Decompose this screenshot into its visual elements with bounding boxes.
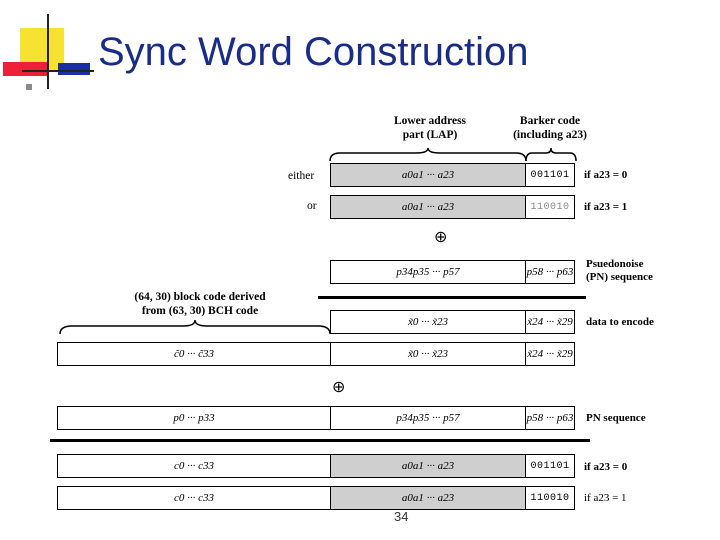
decor-bullet (26, 84, 32, 90)
pn-note-line1: Psuedonoise (586, 258, 644, 270)
pn2-right-cell: p58 ··· p63 (525, 406, 575, 430)
row1-condition: if a23 = 0 (584, 169, 628, 181)
divider-rule-2 (50, 439, 590, 442)
data-right-cell: x̃24 ··· x̃29 (525, 310, 575, 334)
divider-rule-1 (318, 296, 586, 299)
pn-note-line2: (PN) sequence (586, 271, 653, 283)
out2-mid-cell: a0a1 ··· a23 (330, 486, 526, 510)
decor-horizontal-line (22, 70, 94, 72)
xor-symbol-2: ⊕ (332, 379, 346, 396)
pn2-note: PN sequence (586, 412, 646, 424)
decor-vertical-line (47, 14, 49, 89)
out1-right-cell: 001101 (525, 454, 575, 478)
barker-header-line1: Barker code (519, 115, 581, 127)
row1-lap-cell: a0a1 ··· a23 (330, 163, 526, 187)
page-number: 34 (394, 509, 409, 524)
enc-left-cell: c̃0 ··· c̃33 (57, 342, 331, 366)
bch-header-line2: from (63, 30) BCH code (141, 305, 259, 317)
out1-condition: if a23 = 0 (584, 461, 628, 473)
enc-right-cell: x̃24 ··· x̃29 (525, 342, 575, 366)
bch-header-line1: (64, 30) block code derived (134, 291, 266, 303)
out2-left-cell: c0 ··· c33 (57, 486, 331, 510)
xor-symbol-1: ⊕ (434, 229, 448, 246)
decor-red-bar (3, 62, 49, 76)
decor-blue-bar (58, 63, 90, 75)
barker-brace (525, 147, 577, 162)
row2-condition: if a23 = 1 (584, 201, 628, 213)
out1-left-cell: c0 ··· c33 (57, 454, 331, 478)
pn2-left-cell: p0 ··· p33 (57, 406, 331, 430)
out2-condition: if a23 = 1 (584, 492, 627, 504)
row2-barker-cell: 110010 (525, 195, 575, 219)
out2-right-cell: 110010 (525, 486, 575, 510)
row1-barker-cell: 001101 (525, 163, 575, 187)
pn1-mid-cell: p34p35 ··· p57 (330, 260, 526, 284)
pn1-right-cell: p58 ··· p63 (525, 260, 575, 284)
pn2-mid-cell: p34p35 ··· p57 (330, 406, 526, 430)
lap-header: Lower address part (LAP) (378, 114, 482, 142)
out1-mid-cell: a0a1 ··· a23 (330, 454, 526, 478)
data-mid-cell: x̃0 ··· x̃23 (330, 310, 526, 334)
data-note: data to encode (586, 316, 654, 328)
barker-header: Barker code (including a23) (505, 114, 595, 142)
enc-mid-cell: x̃0 ··· x̃23 (330, 342, 526, 366)
row2-lap-cell: a0a1 ··· a23 (330, 195, 526, 219)
pn-note: Psuedonoise (PN) sequence (586, 258, 653, 284)
lap-header-line2: part (LAP) (402, 129, 458, 141)
slide-title: Sync Word Construction (98, 30, 529, 74)
bch-header: (64, 30) block code derived from (63, 30… (110, 290, 290, 318)
barker-header-line2: (including a23) (513, 129, 587, 141)
lap-header-line1: Lower address (393, 115, 467, 127)
label-either: either (288, 170, 315, 182)
lap-brace (329, 147, 527, 162)
label-or: or (307, 200, 317, 212)
bch-brace (59, 319, 331, 335)
